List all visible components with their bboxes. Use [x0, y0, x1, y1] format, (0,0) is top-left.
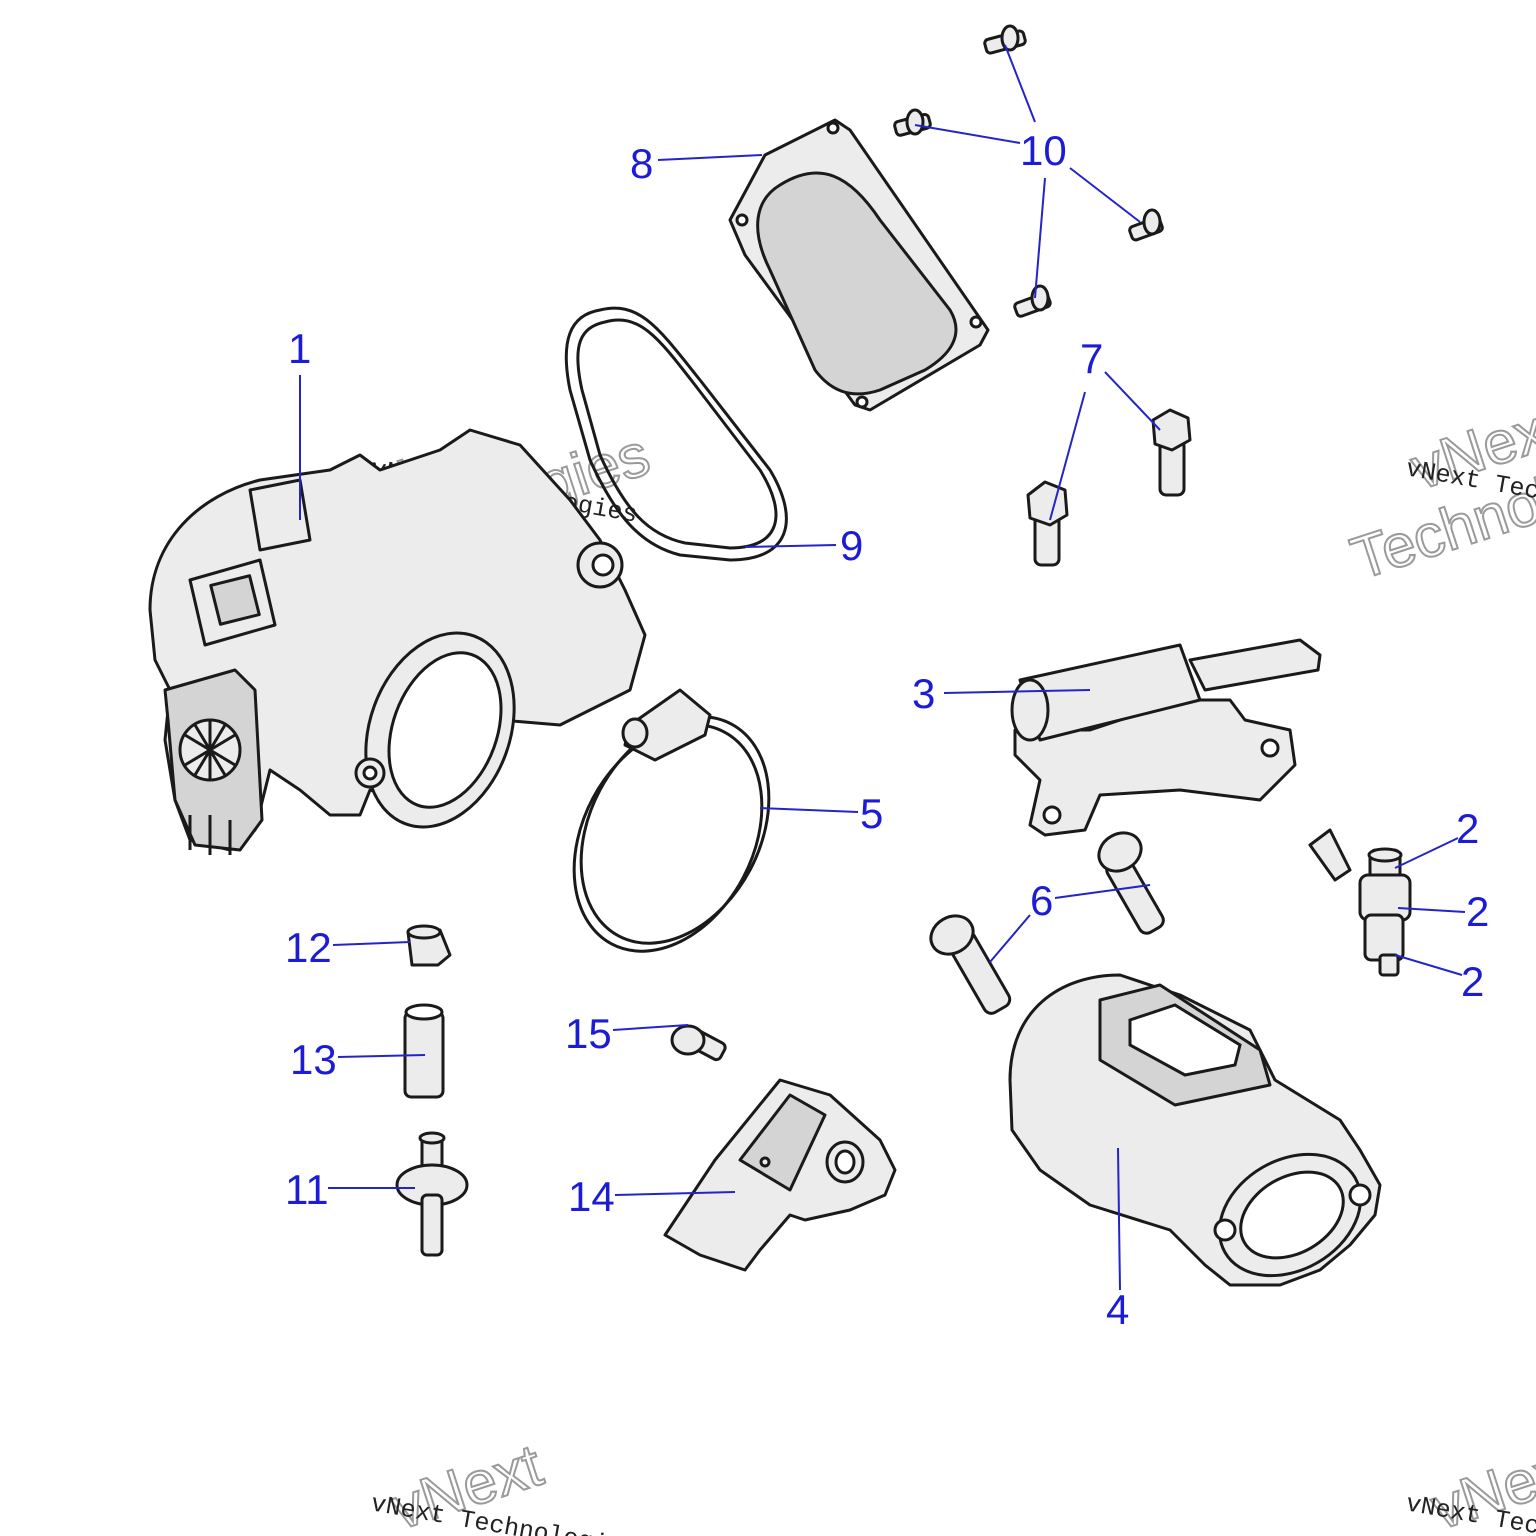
leader-6a — [1054, 884, 1151, 899]
callout-8: 8 — [630, 140, 653, 187]
callout-13: 13 — [290, 1036, 337, 1083]
leader-2b — [1397, 907, 1466, 913]
part-1-throttle-body — [148, 428, 647, 855]
callout-4: 4 — [1106, 1286, 1129, 1333]
callout-labels: 1 2 2 2 3 4 5 6 7 8 9 10 11 12 13 14 15 — [285, 127, 1489, 1333]
bolt-6b — [929, 914, 1012, 1015]
leader-5 — [759, 807, 859, 813]
screw-10a — [983, 24, 1027, 55]
part-6-bolts — [929, 831, 1165, 1015]
callout-3: 3 — [912, 670, 935, 717]
part-4-intake-boot — [1008, 973, 1382, 1287]
watermark-bottom-right: vNext vNext Technologies — [1404, 1430, 1536, 1536]
part-12-small-clamp — [406, 924, 452, 967]
leader-10c — [1069, 167, 1141, 223]
callout-2a: 2 — [1456, 805, 1479, 852]
leader-10a — [1004, 44, 1036, 123]
leader-10d — [1034, 177, 1046, 299]
callout-5: 5 — [860, 790, 883, 837]
leader-8 — [657, 154, 763, 161]
watermark-bottom-center: vNext vNext Technologies — [369, 1430, 640, 1536]
bolt-6a — [1097, 831, 1165, 935]
part-2-injector — [1308, 828, 1412, 977]
callout-11: 11 — [285, 1166, 329, 1213]
leader-14 — [614, 1191, 736, 1196]
leader-9 — [744, 544, 837, 548]
screw-10d — [1013, 284, 1052, 318]
part-5-hose-clamp — [572, 688, 771, 953]
callout-6: 6 — [1030, 877, 1053, 924]
part-10-screws — [893, 24, 1164, 318]
screw-10b — [893, 108, 932, 137]
part-14-map-sensor — [663, 1078, 897, 1272]
callout-10: 10 — [1020, 127, 1067, 174]
leader-15 — [612, 1024, 689, 1031]
bolt-7a — [1026, 480, 1069, 567]
leader-12 — [332, 941, 411, 946]
callout-2b: 2 — [1466, 888, 1489, 935]
callout-9: 9 — [840, 522, 863, 569]
part-3-fuel-rail — [1010, 638, 1322, 837]
callout-7: 7 — [1080, 335, 1103, 382]
callout-14: 14 — [568, 1173, 615, 1220]
screw-10c — [1128, 208, 1164, 242]
callout-1: 1 — [288, 325, 311, 372]
part-7-bolts — [1026, 408, 1192, 567]
leader-lines — [299, 44, 1466, 1291]
part-11-check-valve — [395, 1131, 469, 1257]
leader-4 — [1117, 1147, 1121, 1291]
callout-2c: 2 — [1461, 958, 1484, 1005]
part-9-gasket — [564, 306, 788, 562]
bolt-7b — [1151, 408, 1192, 497]
leader-2c — [1394, 954, 1463, 976]
part-8-cover-plate — [728, 118, 990, 412]
part-15-screw — [670, 1024, 727, 1062]
part-13-hose — [403, 1003, 445, 1099]
callout-15: 15 — [565, 1010, 612, 1057]
leader-2a — [1394, 837, 1459, 869]
leader-6b — [989, 914, 1031, 963]
leader-10b — [914, 124, 1021, 144]
leader-7b — [1104, 371, 1161, 431]
watermark-top-right: vNext Technologies vNext Technologies — [1342, 390, 1536, 593]
callout-12: 12 — [285, 924, 332, 971]
leader-3 — [943, 689, 1091, 694]
leader-13 — [337, 1054, 426, 1058]
leader-7a — [1049, 391, 1086, 521]
